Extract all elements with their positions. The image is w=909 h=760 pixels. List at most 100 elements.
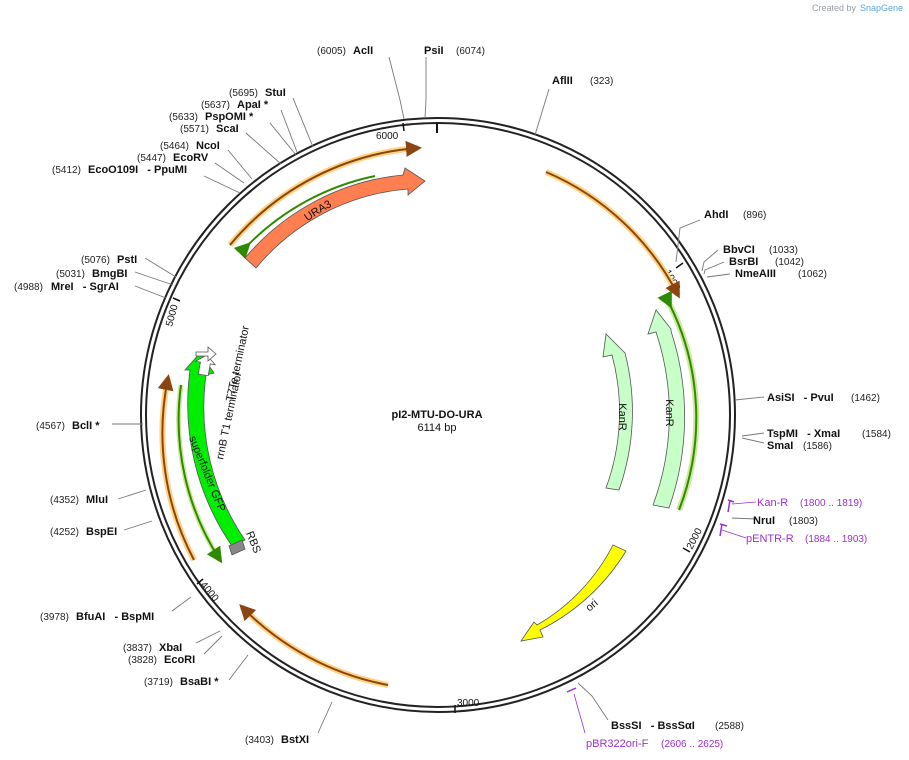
- site-pos-mlui: (4352): [50, 495, 79, 506]
- site-pos-bspei: (4252): [50, 527, 79, 538]
- primer-label-pbr322ori-f: pBR322ori-F: [586, 738, 649, 750]
- feature-rrnb-terminator: [194, 354, 217, 377]
- site-name-ecoo109i: EcoO109I - PpuMI: [88, 164, 187, 176]
- site-pos-ncoi: (5464): [160, 141, 189, 152]
- site-name-bsrbi: BsrBI: [729, 256, 758, 268]
- primer-range-pbr322ori-f: (2606 .. 2625): [661, 739, 723, 750]
- site-pos-bstxi: (3403): [245, 735, 274, 746]
- feature-rbs: [228, 539, 246, 556]
- site-name-psti: PstI: [117, 254, 137, 266]
- features: URA3 KanR KanR ori superfolder GFP RBS r…: [184, 167, 686, 642]
- site-pos-bsrbi: (1042): [775, 257, 804, 268]
- site-name-bspei: BspEI: [86, 526, 117, 538]
- tick-1000: [675, 262, 684, 269]
- site-name-ecorv: EcoRV: [173, 152, 209, 164]
- site-name-apai: ApaI *: [237, 99, 269, 111]
- site-name-mrei: MreI - SgrAI: [51, 281, 119, 293]
- plasmid-title-block: pI2-MTU-DO-URA 6114 bp: [391, 409, 482, 434]
- site-pos-stui: (5695): [229, 88, 258, 99]
- site-name-scai: ScaI: [216, 123, 239, 135]
- orf-arc-top: [229, 140, 422, 246]
- feature-superfolder-gfp: [184, 352, 246, 547]
- brand-created-by: Created by: [812, 3, 857, 13]
- plasmid-size: 6114 bp: [418, 422, 457, 434]
- primer-leader-kan-r: [731, 501, 757, 505]
- site-pos-bcli: (4567): [36, 421, 65, 432]
- orf-arc-bottom: [239, 604, 389, 686]
- site-pos-asisi: (1462): [851, 393, 880, 404]
- feature-ura3: [244, 167, 426, 269]
- site-leader-lines: [112, 56, 765, 734]
- site-name-xbai: XbaI: [159, 642, 182, 654]
- site-name-bstxi: BstXI: [281, 734, 309, 746]
- orf-arc-green-top: [233, 175, 376, 260]
- site-name-bfuai: BfuAI - BspMI: [76, 611, 154, 623]
- tick-5000: [172, 297, 181, 302]
- orf-arc-aflii: [545, 171, 680, 299]
- primer-mark-pentr-r: [719, 523, 728, 537]
- site-name-pspomi: PspOMI *: [205, 111, 254, 123]
- brand-name: SnapGene: [860, 3, 903, 13]
- primer-leader-pentr-r: [721, 529, 747, 539]
- primer-mark-kan-r: [727, 499, 735, 513]
- primer-label-pentr-r: pENTR-R: [746, 533, 794, 545]
- orf-arcs: [157, 140, 700, 688]
- site-pos-smai: (1586): [803, 441, 832, 452]
- site-pos-acli: (6005): [317, 46, 346, 57]
- orf-arc-gfp: [177, 384, 223, 564]
- site-name-smai: SmaI: [767, 440, 793, 452]
- tick-label-4000: 4000: [198, 580, 221, 604]
- site-pos-aflii: (323): [590, 76, 613, 87]
- primer-range-pentr-r: (1884 .. 1903): [805, 534, 867, 545]
- plasmid-name: pI2-MTU-DO-URA: [391, 409, 482, 421]
- tick-label-6000: 6000: [376, 131, 399, 142]
- site-pos-mrei: (4988): [14, 282, 43, 293]
- site-name-ecori: EcoRI: [164, 654, 195, 666]
- site-name-bsssi: BssSI - BssSαI: [611, 720, 695, 732]
- feature-label-kanr-2: KanR: [663, 399, 675, 427]
- site-name-tspmi: TspMI - XmaI: [767, 428, 840, 440]
- site-name-bbvci: BbvCI: [723, 244, 755, 256]
- site-pos-tspmi: (1584): [862, 429, 891, 440]
- site-name-psii: PsiI: [424, 45, 444, 57]
- snapgene-brand: Created by SnapGene: [812, 3, 903, 13]
- site-name-nrui: NruI: [753, 515, 775, 527]
- orf-glow-aflii: [544, 169, 681, 297]
- site-pos-ecoo109i: (5412): [52, 165, 81, 176]
- primer-leader-pbr322ori-f: [573, 693, 586, 734]
- feature-kanr-1: [602, 333, 633, 491]
- orf-glow-bottom: [239, 604, 389, 688]
- site-pos-apai: (5637): [201, 100, 230, 111]
- site-pos-psti: (5076): [81, 255, 110, 266]
- site-name-bsabi: BsaBI *: [180, 676, 219, 688]
- site-name-acli: AclI: [353, 45, 373, 57]
- site-name-ahdi: AhdI: [704, 209, 728, 221]
- feature-label-t7te-terminator: T7Te terminator: [224, 324, 252, 402]
- site-pos-psii: (6074): [456, 46, 485, 57]
- tick-label-3000: 3000: [457, 698, 480, 709]
- site-name-aflii: AflII: [552, 75, 573, 87]
- feature-label-ori: ori: [584, 597, 601, 614]
- site-name-bmgbi: BmgBI: [92, 268, 127, 280]
- primers: Kan-R (1800 .. 1819) pENTR-R (1884 .. 19…: [566, 497, 867, 750]
- site-pos-ahdi: (896): [743, 210, 766, 221]
- backbone-outer: [140, 117, 736, 713]
- orf-arc-kan: [657, 290, 698, 511]
- tick-6000: [402, 122, 405, 132]
- site-pos-scai: (5571): [180, 124, 209, 135]
- site-name-bcli: BclI *: [72, 420, 100, 432]
- site-pos-pspomi: (5633): [169, 112, 198, 123]
- site-pos-bsssi: (2588): [715, 721, 744, 732]
- site-name-mlui: MluI: [86, 494, 108, 506]
- site-name-stui: StuI: [265, 87, 286, 99]
- site-pos-bfuai: (3978): [40, 612, 69, 623]
- site-name-asisi: AsiSI - PvuI: [767, 392, 834, 404]
- site-name-ncoi: NcoI: [196, 140, 220, 152]
- feature-label-rbs: RBS: [243, 530, 263, 555]
- orf-arc-left: [157, 374, 195, 561]
- primer-mark-pbr322ori-f: [566, 687, 577, 693]
- primer-range-kan-r: (1800 .. 1819): [800, 498, 862, 509]
- site-pos-bmgbi: (5031): [56, 269, 85, 280]
- primer-label-kan-r: Kan-R: [757, 497, 788, 509]
